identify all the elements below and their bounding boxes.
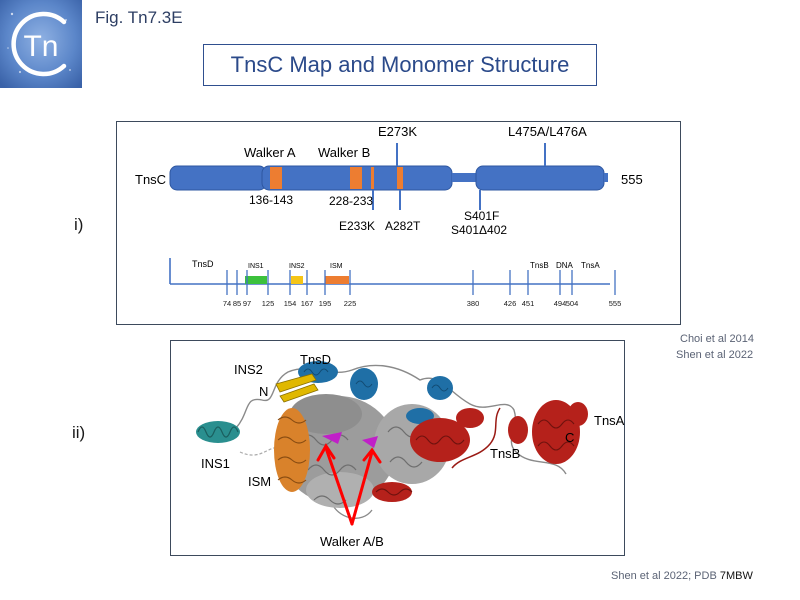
figure-label: Fig. Tn7.3E bbox=[95, 8, 183, 27]
map-tick-label: 154 bbox=[284, 299, 297, 308]
walker-label: Walker A/B bbox=[320, 534, 384, 549]
map-tick-label: 125 bbox=[262, 299, 275, 308]
citation-choi-2014: Choi et al 2014 bbox=[680, 333, 754, 345]
range-136-label: 136-143 bbox=[249, 193, 293, 207]
ism-label: ISM bbox=[248, 474, 271, 489]
n-term-label: N bbox=[259, 384, 268, 399]
map-tick-label: 97 bbox=[243, 299, 251, 308]
panel-i-frame bbox=[116, 121, 681, 325]
region-tnsd: TnsD bbox=[192, 259, 214, 269]
citation-shen-2022: Shen et al 2022 bbox=[676, 349, 754, 361]
l475a-label: L475A/L476A bbox=[508, 124, 587, 139]
tnsd-label: TnsD bbox=[300, 352, 331, 367]
walker-b-box bbox=[350, 167, 362, 189]
tnsb-label: TnsB bbox=[490, 446, 520, 461]
ism-region bbox=[274, 408, 310, 492]
region-dna: DNA bbox=[556, 261, 574, 270]
e273k-label: E273K bbox=[378, 124, 417, 139]
map-tick-label: 380 bbox=[467, 299, 480, 308]
tnsb-tnsa-region bbox=[372, 400, 588, 502]
walker-a-label: Walker A bbox=[244, 145, 296, 160]
map-tick-label: 167 bbox=[301, 299, 314, 308]
logo-text: Tn bbox=[23, 30, 58, 63]
protein-name: TnsC bbox=[135, 172, 166, 187]
panel-ii-frame bbox=[170, 340, 625, 556]
map-tick-label: 504 bbox=[566, 299, 579, 308]
ins1-region bbox=[245, 276, 267, 284]
s401d-label: S401Δ402 bbox=[451, 223, 507, 237]
walker-arrow bbox=[316, 443, 382, 526]
region-ins2: INS2 bbox=[289, 263, 305, 270]
map-tick-label: 225 bbox=[344, 299, 357, 308]
c-term-label: C bbox=[565, 430, 574, 445]
ism-region bbox=[325, 276, 349, 284]
a282t-box bbox=[397, 167, 403, 189]
panel-i-label: i) bbox=[74, 215, 84, 234]
mutation-stripe bbox=[371, 167, 374, 189]
tnsd-region bbox=[298, 361, 453, 424]
map-tick-label: 494 bbox=[554, 299, 567, 308]
ins1-label: INS1 bbox=[201, 456, 230, 471]
ins1-region bbox=[196, 421, 240, 443]
citation-pdb-prefix: Shen et al 2022; PDB bbox=[611, 570, 720, 582]
c-tail bbox=[604, 173, 608, 182]
region-ism: ISM bbox=[330, 263, 343, 270]
region-tnsa: TnsA bbox=[581, 261, 600, 270]
panel-ii-label: ii) bbox=[72, 423, 86, 442]
s401f-label: S401F bbox=[464, 209, 499, 223]
ins2-region bbox=[275, 373, 319, 403]
page-title-text: TnsC Map and Monomer Structure bbox=[230, 52, 570, 77]
page-title: TnsC Map and Monomer Structure bbox=[203, 44, 597, 86]
map-tick-label: 85 bbox=[233, 299, 241, 308]
region-ins1: INS1 bbox=[248, 263, 264, 270]
walker-b-label: Walker B bbox=[318, 145, 370, 160]
e233k-label: E233K bbox=[339, 219, 375, 233]
ins2-region bbox=[291, 276, 303, 284]
map-tick-label: 426 bbox=[504, 299, 517, 308]
walker-a-box bbox=[270, 167, 282, 189]
ins2-label: INS2 bbox=[234, 362, 263, 377]
walker-region bbox=[322, 432, 378, 448]
tn-logo: Tn bbox=[0, 0, 82, 88]
region-tnsb: TnsB bbox=[530, 261, 549, 270]
tnsa-label: TnsA bbox=[594, 413, 625, 428]
range-228-label: 228-233 bbox=[329, 194, 373, 208]
linker bbox=[452, 173, 476, 182]
a282t-label: A282T bbox=[385, 219, 421, 233]
protein-end: 555 bbox=[621, 172, 643, 187]
citation-pdb-id: 7MBW bbox=[719, 570, 753, 582]
map-tick-label: 74 bbox=[223, 299, 231, 308]
citation-pdb: Shen et al 2022; PDB 7MBW bbox=[611, 570, 753, 582]
map-tick-label: 451 bbox=[522, 299, 535, 308]
map-tick-label: 555 bbox=[609, 299, 622, 308]
map-tick-label: 195 bbox=[319, 299, 332, 308]
